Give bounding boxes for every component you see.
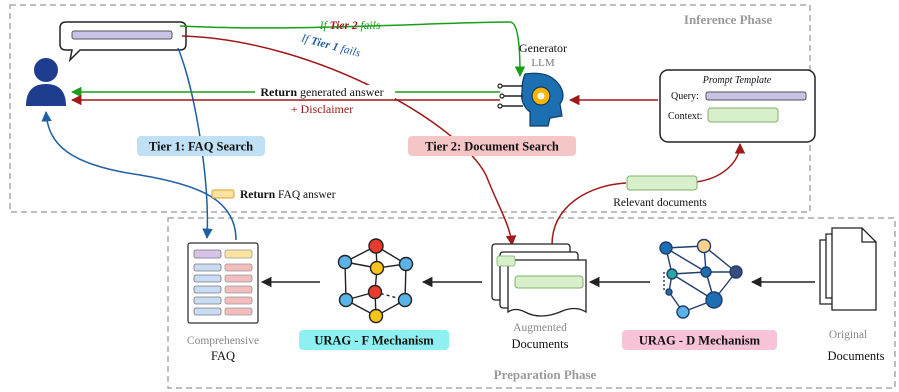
urag-d-graph-icon [659, 238, 743, 319]
prompt-template-box: Prompt Template Query: Context: [659, 69, 816, 143]
prompt-template-title: Prompt Template [702, 75, 772, 86]
original-documents-icon [819, 227, 877, 311]
tier1-fails-label: If Tier 1 fails [299, 32, 362, 60]
faq-table-icon [187, 242, 259, 324]
preparation-phase-label: Preparation Phase [494, 367, 597, 382]
svg-text:URAG - F Mechanism: URAG - F Mechanism [314, 334, 434, 348]
return-answer-label: Return generated answer [260, 85, 383, 99]
tier2-fails-label: If Tier 2 fails [319, 20, 381, 32]
original-label-line1: Original [829, 329, 867, 341]
faq-return-label: Return FAQ answer [240, 189, 336, 201]
original-label-line2: Documents [828, 349, 885, 363]
urag-d-mechanism-badge: URAG - D Mechanism [622, 330, 777, 350]
llm-brain-icon [497, 72, 564, 127]
query-speech-bubble [59, 21, 187, 63]
faq-label-line2: FAQ [211, 349, 235, 363]
relevant-to-prompt-arrow [695, 142, 746, 183]
generator-subtitle: LLM [531, 57, 554, 69]
svg-text:Tier 1: FAQ Search: Tier 1: FAQ Search [149, 140, 253, 154]
tier2-badge: Tier 2: Document Search [408, 136, 576, 156]
prompt-query-label: Query: [671, 91, 699, 102]
svg-text:Tier 2: Document Search: Tier 2: Document Search [425, 140, 559, 154]
faq-return-arrow [41, 110, 237, 241]
preparation-phase-box [167, 217, 896, 389]
urag-f-graph-icon [337, 238, 414, 324]
augmented-label-line1: Augmented [513, 322, 567, 334]
augmented-documents-icon [491, 243, 587, 317]
prompt-context-label: Context: [668, 111, 702, 122]
relevant-documents-label: Relevant documents [613, 197, 707, 209]
svg-text:URAG - D Mechanism: URAG - D Mechanism [639, 334, 761, 348]
tier1-badge: Tier 1: FAQ Search [137, 136, 265, 156]
faq-answer-box [211, 189, 235, 199]
tier2-fails-arrow [179, 21, 526, 78]
relevant-document-box [626, 175, 698, 191]
augmented-to-relevant-arrow [551, 182, 627, 246]
generator-title: Generator [519, 41, 567, 55]
user-icon [26, 58, 66, 106]
faq-label-line1: Comprehensive [187, 335, 259, 347]
urag-f-mechanism-badge: URAG - F Mechanism [299, 330, 449, 350]
disclaimer-label: + Disclaimer [291, 102, 353, 116]
augmented-label-line2: Documents [512, 337, 569, 351]
inference-phase-label: Inference Phase [684, 12, 772, 27]
